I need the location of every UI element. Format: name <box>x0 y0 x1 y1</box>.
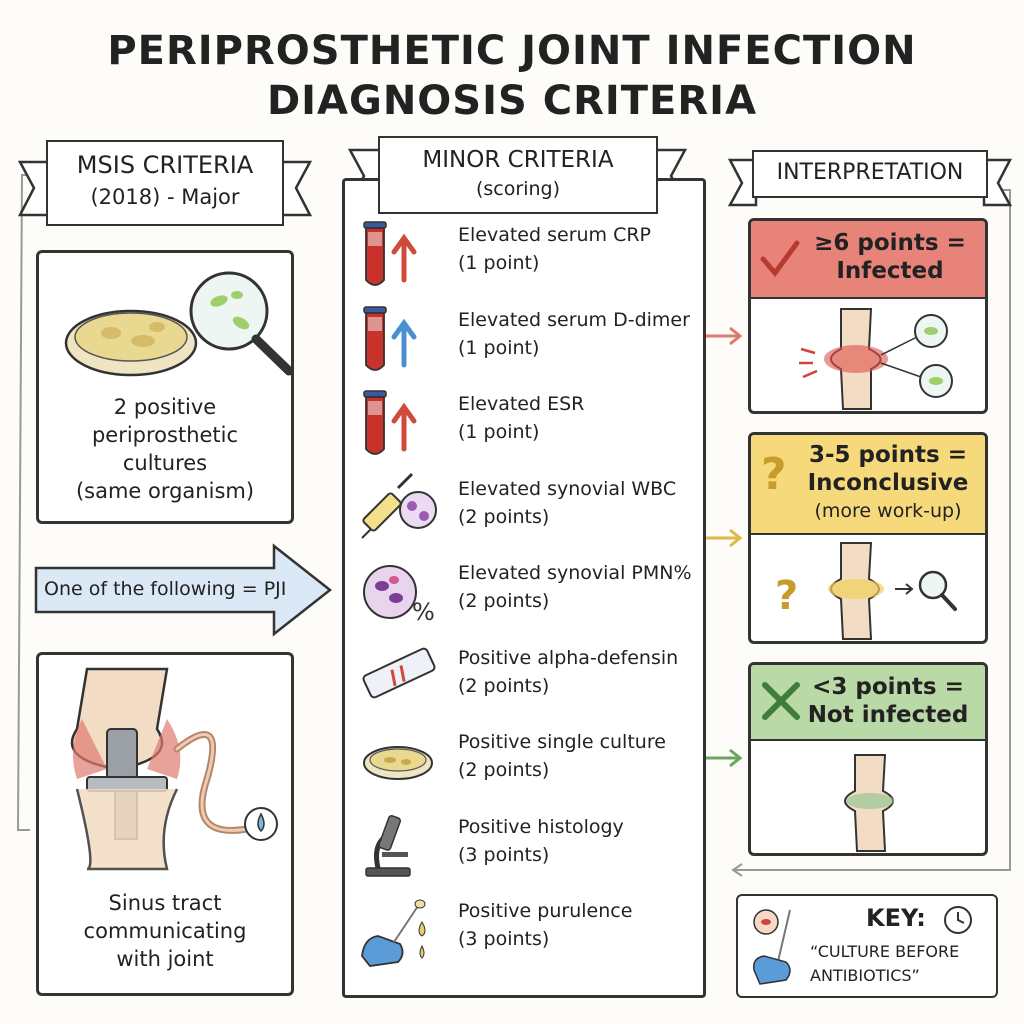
major-banner: MSIS CRITERIA (2018) - Major <box>46 140 284 226</box>
minor-criterion-points: (2 points) <box>458 759 550 781</box>
minor-banner: MINOR CRITERIA (scoring) <box>378 136 658 214</box>
x-mark-icon <box>762 682 800 720</box>
page-title-line-1: PERIPROSTHETIC JOINT INFECTION <box>107 28 917 74</box>
not-infected-card: <3 points = Not infected <box>748 662 988 856</box>
question-mark-icon: ? <box>761 449 787 500</box>
minor-criterion-name: Positive single culture <box>458 731 666 753</box>
clock-icon <box>944 906 972 934</box>
minor-criterion-name: Elevated serum CRP <box>458 224 652 246</box>
minor-criterion-name: Positive alpha-defensin <box>458 647 679 669</box>
key-text: “CULTURE BEFORE ANTIBIOTICS” <box>810 942 960 985</box>
key-label: KEY: <box>866 904 926 932</box>
interpretation-arrows <box>706 326 743 768</box>
minor-criterion-name: Positive purulence <box>458 900 633 922</box>
microscope-icon <box>360 812 440 888</box>
healthy-knee-icon <box>844 754 894 852</box>
test-strip-icon <box>360 643 440 719</box>
blood-tube-up-arrow-icon <box>360 389 440 465</box>
svg-text:%: % <box>412 598 435 626</box>
check-mark-icon <box>760 240 800 278</box>
minor-criterion-points: (2 points) <box>458 590 550 612</box>
major-banner-subtitle: (2018) - Major <box>90 185 240 209</box>
minor-banner-title: MINOR CRITERIA <box>422 147 614 173</box>
inconclusive-header: 3-5 points = Inconclusive (more work-up) <box>751 435 985 535</box>
major-criterion-sinus-tract-card: Sinus tract communicating with joint <box>36 652 294 996</box>
infected-card: ≥6 points = Infected <box>748 218 988 414</box>
key-box: KEY: “CULTURE BEFORE ANTIBIOTICS” <box>736 894 998 998</box>
inconclusive-knee-magnifier-icon: ? <box>775 542 957 640</box>
minor-criterion-points: (2 points) <box>458 675 550 697</box>
blood-tube-up-arrow-icon <box>360 220 440 296</box>
gloved-hand-swab-icon <box>360 896 440 972</box>
blood-tube-up-arrow-icon <box>360 305 440 381</box>
page-title-line-2: DIAGNOSIS CRITERIA <box>266 78 758 124</box>
minor-criterion-points: (2 points) <box>458 506 550 528</box>
minor-criterion-points: (3 points) <box>458 928 550 950</box>
knee-prosthesis-sinus-tract-icon <box>70 667 278 871</box>
minor-criterion-points: (1 point) <box>458 421 540 443</box>
major-criterion-cultures-card: 2 positive periprosthetic cultures (same… <box>36 250 294 524</box>
not-infected-header: <3 points = Not infected <box>751 665 985 741</box>
major-banner-title: MSIS CRITERIA <box>76 151 254 179</box>
minor-criterion-name: Positive histology <box>458 816 624 838</box>
minor-criterion-name: Elevated ESR <box>458 393 585 415</box>
interpretation-banner: INTERPRETATION <box>752 150 988 198</box>
syringe-cells-icon <box>360 472 440 550</box>
petri-dish-icon <box>360 727 440 803</box>
infected-knee-icon <box>799 308 953 410</box>
minor-criterion-name: Elevated synovial PMN% <box>458 562 692 584</box>
petri-dish-magnifier-icon <box>64 271 294 377</box>
sinus-tract-criterion-text: Sinus tract communicating with joint <box>83 891 247 971</box>
minor-criterion-points: (3 points) <box>458 844 550 866</box>
inconclusive-card: 3-5 points = Inconclusive (more work-up)… <box>748 432 988 644</box>
major-banner-ribbon <box>17 160 313 217</box>
minor-criterion-name: Elevated serum D-dimer <box>458 309 690 331</box>
cultures-criterion-text: 2 positive periprosthetic cultures (same… <box>75 395 255 503</box>
svg-text:?: ? <box>775 573 798 619</box>
one-of-following-arrow <box>34 543 333 637</box>
minor-criterion-points: (1 point) <box>458 252 540 274</box>
neutrophil-percent-icon: % <box>360 558 440 634</box>
infected-header: ≥6 points = Infected <box>751 221 985 299</box>
minor-criterion-name: Elevated synovial WBC <box>458 478 677 500</box>
gloved-hand-swab-key-icon <box>752 909 791 985</box>
interpretation-banner-ribbon <box>727 158 1013 207</box>
one-of-following-label: One of the following = PJI <box>44 578 287 600</box>
minor-criterion-points: (1 point) <box>458 337 540 359</box>
minor-banner-subtitle: (scoring) <box>476 178 560 200</box>
